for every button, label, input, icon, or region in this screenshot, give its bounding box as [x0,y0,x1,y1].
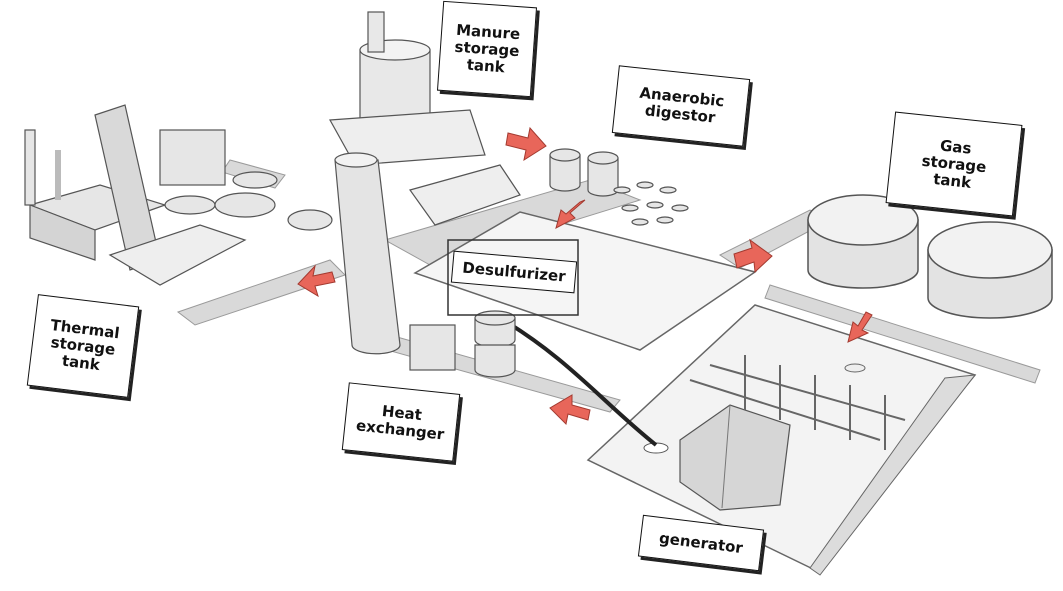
thermal-storage-structures [24,104,333,286]
anaerobic-digestor-tanks [549,148,689,226]
label-gas-storage-tank: Gas storage tank [885,111,1023,217]
arrow-digestor-to-desulfurizer [555,199,586,229]
label-anaerobic-digestor: Anaerobic digestor [611,65,751,147]
label-thermal-storage-tank: Thermal storage tank [26,294,140,398]
flow-arrows [297,126,873,426]
arrow-manure-to-digestor [505,126,547,162]
label-line: generator [658,528,744,557]
chimney [334,152,401,355]
gas-storage-tanks [807,194,1053,319]
label-manure-storage-tank: Manure storage tank [436,0,538,98]
generator-building [586,304,977,576]
label-line: tank [61,351,101,374]
generator-tank [844,363,866,373]
desulfurizer-frame [447,239,579,316]
generator-wall-right [809,374,977,576]
road-far-right [764,284,1041,384]
road-left [176,259,346,326]
pipeline [498,316,658,447]
manure-storage-structure [329,11,521,226]
arrow-desulfurizer-to-gas [733,238,773,274]
arrow-generator-to-heat [549,394,591,426]
label-line: tank [932,169,973,192]
label-heat-exchanger: Heat exchanger [341,382,461,462]
label-line: tank [466,55,506,76]
label-line: exchanger [355,416,446,444]
arrow-heat-to-thermal [297,264,336,298]
label-line: Desulfurizer [461,258,567,285]
arrow-gas-to-generator [847,311,873,343]
generator-frame [689,355,906,450]
